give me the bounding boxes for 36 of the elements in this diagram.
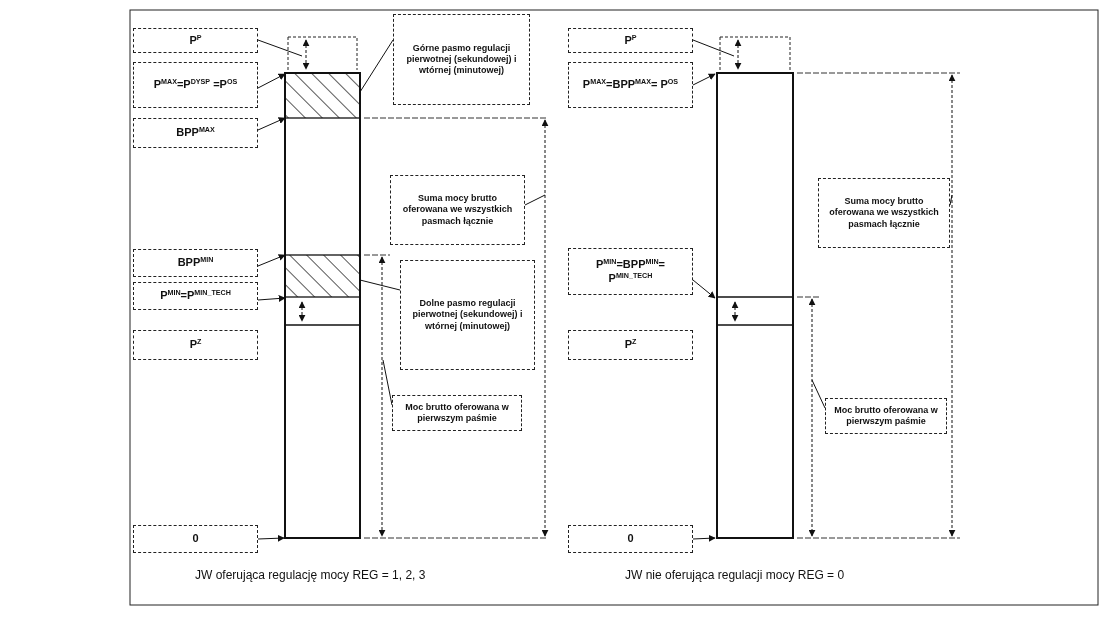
hatched-band <box>284 72 361 119</box>
level-label: 0 <box>133 525 258 553</box>
leader-line <box>692 534 716 542</box>
leader-line <box>692 279 716 299</box>
leader-line <box>257 39 303 57</box>
level-label: P$^{Z}$ <box>133 330 258 360</box>
leader-line <box>811 379 826 409</box>
leader-line <box>524 194 546 206</box>
hatched-band <box>284 254 361 298</box>
callout-box: Moc brutto oferowana w pierwszym paśmie <box>825 398 947 434</box>
callout-box: Dolne pasmo regulacji pierwotnej (sekundowej) i wtórnej (minutowej) <box>400 260 535 370</box>
level-label: BPP$^{MIN}$ <box>133 249 258 277</box>
level-label: BPP$^{MAX}$ <box>133 118 258 148</box>
leader-line <box>257 73 286 89</box>
callout-box: Górne pasmo regulacji pierwotnej (sekundowej) i wtórnej (minutowej) <box>393 14 530 105</box>
level-label: P$^{P}$ <box>133 28 258 53</box>
callout-box: Suma mocy brutto oferowana we wszystkich pasmach łącznie <box>390 175 525 245</box>
leader-line <box>692 39 735 57</box>
callout-box: Moc brutto oferowana w pierwszym paśmie <box>392 395 522 431</box>
level-label: P$^{Z}$ <box>568 330 693 360</box>
leader-line <box>359 39 394 93</box>
leader-line <box>257 254 286 267</box>
leader-line <box>257 294 286 302</box>
level-label: P$^{MIN}$=BPP$^{MIN}$= P$^{MIN_TECH}$ <box>568 248 693 295</box>
leader-line <box>257 534 285 542</box>
leader-line <box>692 73 716 86</box>
leader-line <box>257 117 286 131</box>
panel-caption: JW oferująca regulację mocy REG = 1, 2, 3 <box>195 568 426 582</box>
panel-caption: JW nie oferująca regulacji mocy REG = 0 <box>625 568 845 582</box>
callout-box: Suma mocy brutto oferowana we wszystkich pasmach łącznie <box>818 178 950 248</box>
level-label: P$^{MIN}$=P$^{MIN_TECH}$ <box>133 282 258 310</box>
level-label: P$^{P}$ <box>568 28 693 53</box>
leader-line <box>359 279 401 291</box>
level-label: P$^{MAX}$=P$^{DYSP}$ =P$^{OS}$ <box>133 62 258 108</box>
level-label: P$^{MAX}$=BPP$^{MAX}$= P$^{OS}$ <box>568 62 693 108</box>
level-label: 0 <box>568 525 693 553</box>
